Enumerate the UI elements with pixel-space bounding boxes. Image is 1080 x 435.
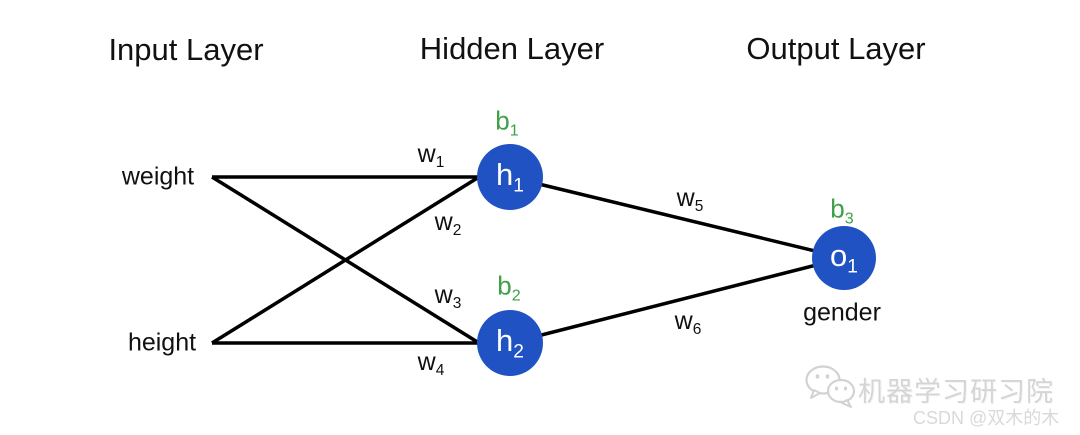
weight-label-w3: w3 <box>434 280 462 313</box>
weight-label-w1: w1 <box>417 139 445 172</box>
input-layer-title: Input Layer <box>108 32 264 67</box>
node-h2-label: h2 <box>496 322 524 363</box>
watermark-credit-text: CSDN @双木的木 <box>913 408 1060 428</box>
watermark-brand-text: 机器学习研习院 <box>858 377 1054 407</box>
node-h1: h1 <box>477 144 543 210</box>
weight-label-w4: w4 <box>417 347 445 380</box>
node-h2: h2 <box>477 310 543 376</box>
weight-label-w6: w6 <box>674 306 702 339</box>
weight-label-w5: w5 <box>676 183 704 216</box>
output-layer-title: Output Layer <box>746 31 926 66</box>
node-h1-label: h1 <box>496 156 524 197</box>
input-label-weight: weight <box>121 162 195 191</box>
bias-label-b2: b2 <box>497 270 521 305</box>
edge-height-h1 <box>211 175 480 345</box>
node-o1: o1 <box>812 226 876 290</box>
wechat-bubbles-icon <box>805 365 856 408</box>
edge-h1-o1 <box>509 175 845 260</box>
weight-label-w2: w2 <box>434 207 462 240</box>
hidden-layer-title: Hidden Layer <box>419 31 605 66</box>
bias-label-b1: b1 <box>495 105 519 140</box>
edge-h2-o1 <box>509 256 845 345</box>
input-label-height: height <box>127 328 197 357</box>
node-o1-label: o1 <box>830 237 858 278</box>
bias-label-b3: b3 <box>830 193 854 228</box>
output-label-gender: gender <box>803 298 881 327</box>
